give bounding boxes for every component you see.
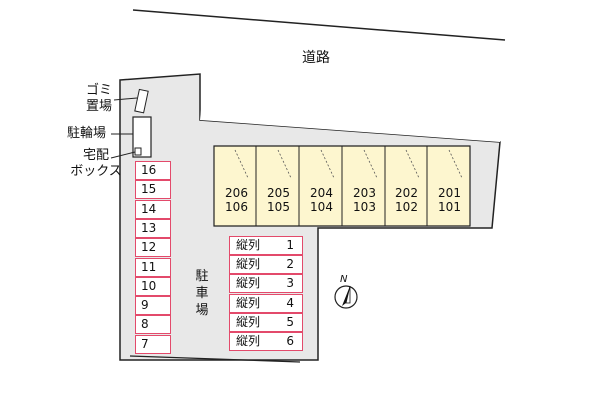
- parking-space-13: 13: [135, 218, 171, 238]
- unit-upper-number: 205: [267, 186, 290, 200]
- road-edge: [132, 9, 506, 41]
- parking-label: 駐車場: [195, 269, 209, 318]
- unit-dividers: [255, 146, 428, 226]
- vertical-parking-number: 6: [286, 334, 294, 348]
- vertical-parking-number: 2: [286, 257, 294, 272]
- unit-upper-number: 204: [310, 186, 333, 200]
- vertical-parking-space: 縦列 2: [229, 255, 303, 275]
- vertical-parking-type: 縦列: [236, 276, 261, 291]
- parking-space-12: 12: [135, 238, 171, 258]
- delivery-box-label: 宅配 ボックス: [70, 148, 122, 179]
- parking-space-14: 14: [135, 199, 171, 219]
- unit-detail-lines: [234, 149, 463, 179]
- compass-label: N: [340, 274, 348, 285]
- unit-lower-number: 102: [395, 200, 418, 214]
- vertical-parking-space: 縦列 6: [229, 332, 303, 351]
- parking-space-9: 9: [135, 296, 171, 316]
- vertical-parking-type: 縦列: [236, 314, 261, 329]
- vertical-parking-number: 5: [286, 314, 294, 329]
- bicycle-label: 駐輪場: [67, 126, 107, 141]
- parking-space-15: 15: [135, 180, 171, 200]
- garbage-station: [134, 88, 149, 114]
- bicycle-shelter: [132, 116, 152, 158]
- vertical-parking-space: 縦列 5: [229, 312, 303, 332]
- unit-upper-number: 206: [225, 186, 248, 200]
- compass-icon: [334, 285, 358, 309]
- vertical-parking-type: 縦列: [236, 238, 261, 252]
- unit-lower-number: 103: [353, 200, 376, 214]
- parking-space-10: 10: [135, 276, 171, 296]
- parking-space-7: 7: [135, 334, 171, 354]
- unit-upper-number: 203: [353, 186, 376, 200]
- parking-space-16: 16: [135, 161, 171, 180]
- delivery-box: [134, 147, 142, 156]
- vertical-parking-space: 縦列 4: [229, 293, 303, 313]
- unit-lower-number: 104: [310, 200, 333, 214]
- vertical-parking-type: 縦列: [236, 257, 261, 272]
- unit-lower-number: 105: [267, 200, 290, 214]
- garbage-label: ゴミ 置場: [86, 83, 113, 114]
- vertical-parking-space: 縦列 1: [229, 236, 303, 255]
- courtyard: [200, 78, 510, 142]
- parking-space-11: 11: [135, 257, 171, 277]
- vertical-parking-number: 4: [286, 295, 294, 310]
- vertical-parking-number: 3: [286, 276, 294, 291]
- unit-upper-number: 202: [395, 186, 418, 200]
- garbage-leader: [113, 97, 138, 101]
- unit-lower-number: 106: [225, 200, 248, 214]
- vertical-parking-space: 縦列 3: [229, 274, 303, 294]
- parking-space-8: 8: [135, 315, 171, 335]
- vertical-parking-type: 縦列: [236, 334, 261, 348]
- unit-lower-number: 101: [438, 200, 461, 214]
- lot-bottom-line: [129, 355, 301, 363]
- unit-upper-number: 201: [438, 186, 461, 200]
- vertical-parking-number: 1: [286, 238, 294, 252]
- vertical-parking-type: 縦列: [236, 295, 261, 310]
- road-label: 道路: [302, 50, 330, 66]
- delivery-leader: [110, 151, 136, 159]
